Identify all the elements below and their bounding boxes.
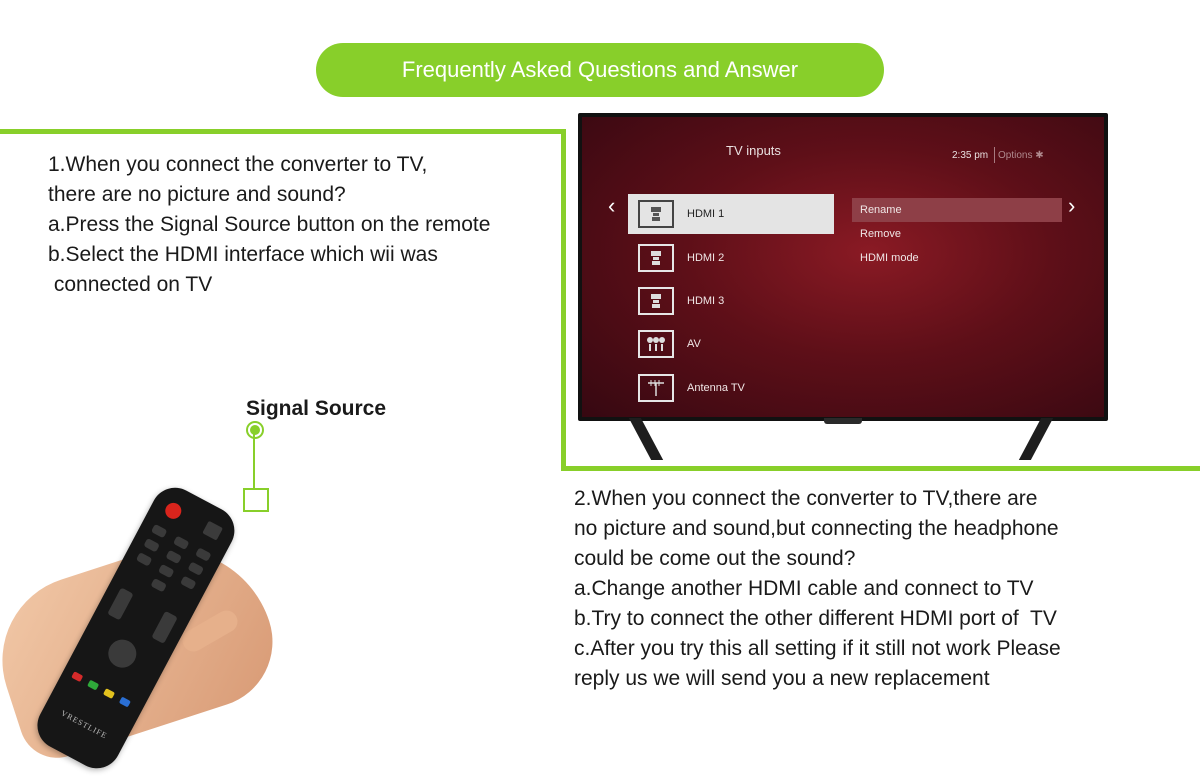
tv-input-label: HDMI 2 xyxy=(687,252,725,264)
divider-bottom xyxy=(561,466,1200,471)
power-button[interactable] xyxy=(162,500,185,522)
faq-1: 1.When you connect the converter to TV, … xyxy=(48,150,558,300)
tv-input-label: AV xyxy=(687,338,701,350)
faq-2-line: could be come out the sound? xyxy=(574,547,856,570)
remote-photo: VRESTLIFE xyxy=(0,440,320,777)
chevron-right-icon[interactable]: › xyxy=(1068,193,1076,218)
remote-key[interactable] xyxy=(187,561,205,576)
remote-key[interactable] xyxy=(179,575,197,591)
faq-2-line: reply us we will send you a new replacem… xyxy=(574,667,990,690)
av-icon xyxy=(638,330,674,358)
channel-rocker[interactable] xyxy=(151,610,178,644)
signal-source-label: Signal Source xyxy=(246,397,387,420)
faq-1-line: 1.When you connect the converter to TV, xyxy=(48,153,428,176)
tv-menu-remove[interactable]: Remove xyxy=(860,228,901,240)
green-key[interactable] xyxy=(87,679,100,691)
chevron-left-icon[interactable]: ‹ xyxy=(608,193,616,218)
remote-key[interactable] xyxy=(195,547,212,562)
tv-menu-rename[interactable]: Rename xyxy=(852,198,1062,222)
faq-1-line: b.Select the HDMI interface which wii wa… xyxy=(48,243,438,266)
callout-highlight-box xyxy=(243,488,269,512)
red-key[interactable] xyxy=(71,671,84,683)
divider-top xyxy=(0,129,564,134)
remote-brand: VRESTLIFE xyxy=(59,708,109,741)
tv-input-label: Antenna TV xyxy=(687,382,745,394)
hdmi-icon xyxy=(638,200,674,228)
faq-1-line: a.Press the Signal Source button on the … xyxy=(48,213,491,236)
tv-screen: TV inputs 2:35 pm Options ✱ ‹ › HDMI 1 H… xyxy=(582,117,1104,417)
antenna-icon xyxy=(638,374,674,402)
callout-line xyxy=(253,433,255,490)
tv-menu-hdmi-mode[interactable]: HDMI mode xyxy=(860,252,919,264)
remote-key[interactable] xyxy=(157,563,175,579)
signal-source-button[interactable] xyxy=(202,520,223,541)
tv-stand-left xyxy=(628,418,664,460)
faq-2-line: 2.When you connect the converter to TV,t… xyxy=(574,487,1038,510)
tv-input-av[interactable]: AV xyxy=(628,324,834,364)
tv-header-separator xyxy=(994,147,995,163)
blue-key[interactable] xyxy=(118,696,131,708)
tv-set: TV inputs 2:35 pm Options ✱ ‹ › HDMI 1 H… xyxy=(578,113,1108,421)
faq-2-line: b.Try to connect the other different HDM… xyxy=(574,607,1057,630)
faq-banner: Frequently Asked Questions and Answer xyxy=(316,43,884,97)
tv-inputs-title: TV inputs xyxy=(726,143,781,158)
volume-rocker[interactable] xyxy=(107,587,134,621)
tv-input-label: HDMI 3 xyxy=(687,295,725,307)
faq-2: 2.When you connect the converter to TV,t… xyxy=(574,484,1174,694)
tv-input-label: HDMI 1 xyxy=(687,208,725,220)
remote-key[interactable] xyxy=(172,535,190,551)
faq-2-line: no picture and sound,but connecting the … xyxy=(574,517,1059,540)
tv-stand-right xyxy=(1018,418,1054,460)
remote-key[interactable] xyxy=(135,552,153,567)
tv-clock: 2:35 pm xyxy=(952,150,989,161)
faq-1-line: connected on TV xyxy=(48,273,213,296)
hdmi-icon xyxy=(638,244,674,272)
remote-key[interactable] xyxy=(150,577,167,593)
tv-bottom-bar xyxy=(824,418,862,424)
faq-2-line: a.Change another HDMI cable and connect … xyxy=(574,577,1034,600)
hdmi-icon xyxy=(638,287,674,315)
remote-key[interactable] xyxy=(150,523,168,539)
faq-banner-title: Frequently Asked Questions and Answer xyxy=(401,57,799,82)
callout-dot xyxy=(248,423,262,437)
divider-vertical xyxy=(561,129,566,471)
yellow-key[interactable] xyxy=(102,688,116,699)
tv-input-hdmi-1[interactable]: HDMI 1 xyxy=(628,194,834,234)
tv-input-hdmi-2[interactable]: HDMI 2 xyxy=(628,238,834,278)
remote-key[interactable] xyxy=(165,549,183,565)
tv-options[interactable]: Options ✱ xyxy=(998,150,1044,161)
faq-2-line: c.After you try this all setting if it s… xyxy=(574,637,1061,660)
dpad[interactable] xyxy=(103,634,142,673)
tv-input-hdmi-3[interactable]: HDMI 3 xyxy=(628,281,834,321)
faq-1-line: there are no picture and sound? xyxy=(48,183,346,206)
remote-key[interactable] xyxy=(143,537,160,553)
tv-input-antenna[interactable]: Antenna TV xyxy=(628,368,834,408)
